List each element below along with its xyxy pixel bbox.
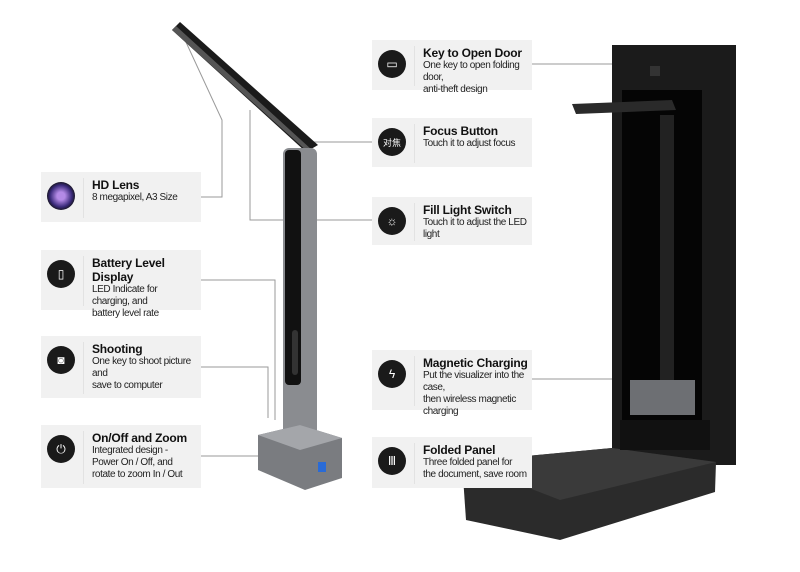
feature-title: Fill Light Switch (423, 203, 512, 217)
charging-icon: ϟ (378, 360, 406, 388)
lens-icon (47, 182, 75, 210)
feature-desc: Touch it to adjust the LED light (423, 217, 527, 240)
feature-desc: One key to shoot picture and save to com… (92, 356, 191, 391)
feature-desc: LED Indicate for charging, and battery l… (92, 284, 159, 319)
feature-title: HD Lens (92, 178, 140, 192)
folded-panel-icon: Ⅲ (378, 447, 406, 475)
feature-title: Battery Level Display (92, 256, 165, 284)
feature-title: Key to Open Door (423, 46, 522, 60)
key-button-icon: ▭ (378, 50, 406, 78)
feature-desc: 8 megapixel, A3 Size (92, 192, 178, 203)
battery-icon: ▯ (47, 260, 75, 288)
feature-desc: Put the visualizer into the case, then w… (423, 370, 524, 417)
feature-title: On/Off and Zoom (92, 431, 187, 445)
feature-title: Magnetic Charging (423, 356, 528, 370)
feature-title: Folded Panel (423, 443, 496, 457)
feature-desc: Integrated design - Power On / Off, and … (92, 445, 183, 480)
light-bulb-icon: ☼ (378, 207, 406, 235)
power-icon: ⏻ (47, 435, 75, 463)
document-camera-lamp (172, 22, 342, 490)
feature-desc: One key to open folding door, anti-theft… (423, 60, 520, 95)
feature-title: Focus Button (423, 124, 498, 138)
camera-icon: ◙ (47, 346, 75, 374)
focus-icon: 对焦 (378, 128, 406, 156)
feature-desc: Three folded panel for the document, sav… (423, 457, 527, 480)
feature-title: Shooting (92, 342, 143, 356)
feature-desc: Touch it to adjust focus (423, 138, 516, 149)
